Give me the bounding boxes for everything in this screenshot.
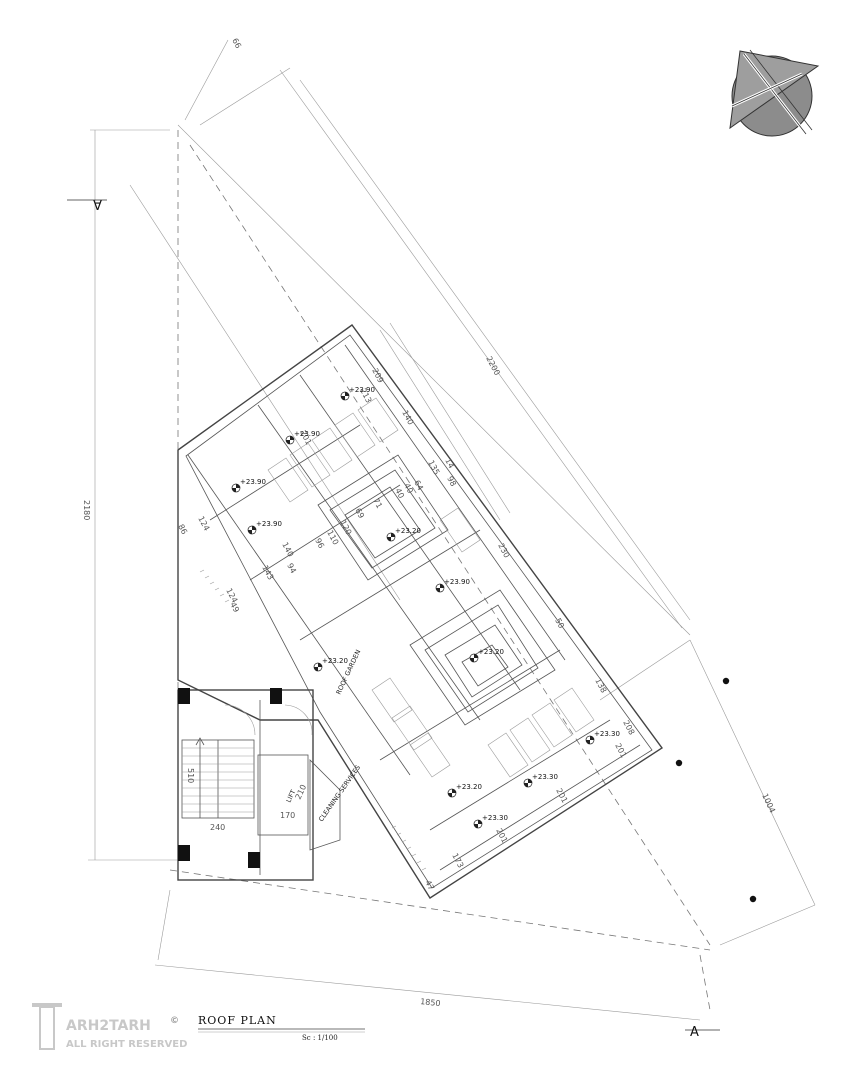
- logo-rights: ALL RIGHT RESERVED: [66, 1039, 187, 1050]
- level-marker-icon: +23.90: [247, 520, 282, 535]
- svg-text:140: 140: [400, 409, 415, 427]
- svg-text:69: 69: [353, 507, 366, 520]
- dim-top-small: 66: [230, 37, 243, 50]
- level-marker-icon: +23.90: [285, 430, 320, 445]
- svg-text:208: 208: [621, 719, 636, 737]
- level-marker-icon: +23.20: [469, 648, 504, 663]
- label-cleaning-services: CLEANING SERVICES: [317, 764, 362, 823]
- svg-text:135: 135: [426, 459, 441, 477]
- site-point: [675, 759, 683, 767]
- svg-text:50: 50: [553, 617, 566, 630]
- svg-text:49: 49: [228, 601, 241, 614]
- level-marker-icon: +23.90: [435, 578, 470, 593]
- svg-text:138: 138: [593, 677, 608, 695]
- svg-text:143: 143: [260, 564, 275, 582]
- level-markers: +23.90 +23.90 +23.90 +23.90 +23.20 +23.9…: [231, 386, 620, 829]
- svg-text:98: 98: [445, 475, 458, 488]
- level-marker-icon: +23.30: [473, 814, 508, 829]
- building-outline: [177, 322, 664, 899]
- dim-site-diag: 2200: [484, 355, 502, 377]
- logo-brand: ARH2TARH: [66, 1018, 151, 1034]
- svg-text:201: 201: [554, 787, 569, 805]
- svg-text:+23.30: +23.30: [532, 773, 558, 781]
- svg-text:+23.30: +23.30: [482, 814, 508, 822]
- svg-text:64: 64: [412, 479, 425, 492]
- svg-text:94: 94: [285, 562, 298, 575]
- title-block: ROOF PLAN Sc : 1/100: [198, 1014, 365, 1042]
- brand-logo: ARH2TARH ALL RIGHT RESERVED ©: [32, 1003, 187, 1050]
- svg-text:+23.90: +23.90: [444, 578, 470, 586]
- interior-dimensions: 209 213 140 135 98 14 230 124 124 64 71 …: [176, 367, 636, 892]
- svg-text:+23.30: +23.30: [594, 730, 620, 738]
- dim-site-right: 1004: [760, 792, 777, 814]
- dim-lift-depth: 210: [294, 783, 309, 801]
- level-marker-icon: +23.20: [386, 527, 421, 542]
- svg-text:86: 86: [176, 523, 189, 536]
- svg-text:96: 96: [313, 537, 326, 550]
- svg-text:140: 140: [280, 541, 295, 559]
- dim-site-left: 2180: [82, 500, 91, 520]
- stair-lift-core: [177, 688, 341, 881]
- svg-text:14: 14: [443, 457, 456, 470]
- dim-lift-width: 170: [280, 811, 295, 820]
- svg-text:47: 47: [423, 879, 436, 892]
- logo-copyright: ©: [170, 1016, 179, 1026]
- dim-stair-length: 510: [186, 768, 195, 783]
- level-marker-icon: +23.30: [523, 773, 558, 788]
- north-arrow-icon: [729, 49, 820, 137]
- svg-text:40: 40: [393, 487, 406, 500]
- svg-text:71: 71: [371, 497, 384, 510]
- site-point: [722, 677, 730, 685]
- svg-text:230: 230: [496, 542, 511, 560]
- drawing-title: ROOF PLAN: [198, 1014, 277, 1027]
- svg-text:209: 209: [370, 367, 385, 385]
- svg-text:120: 120: [338, 519, 353, 537]
- svg-text:+23.90: +23.90: [256, 520, 282, 528]
- section-marker-icon: A: [685, 1025, 720, 1040]
- dim-stair-width: 240: [210, 823, 225, 832]
- level-marker-icon: +23.30: [585, 730, 620, 745]
- svg-text:124: 124: [196, 515, 211, 533]
- svg-text:173: 173: [450, 852, 465, 870]
- site-point: [749, 895, 757, 903]
- level-marker-icon: +23.90: [340, 386, 375, 401]
- site-boundary: [88, 39, 816, 1021]
- svg-text:+23.20: +23.20: [395, 527, 421, 535]
- level-marker-icon: +23.20: [447, 783, 482, 798]
- svg-text:+23.20: +23.20: [478, 648, 504, 656]
- svg-text:+23.90: +23.90: [294, 430, 320, 438]
- svg-text:A: A: [690, 1025, 699, 1040]
- svg-text:+23.90: +23.90: [349, 386, 375, 394]
- level-marker-icon: +23.90: [231, 478, 266, 493]
- level-marker-icon: +23.20: [313, 657, 348, 672]
- svg-text:110: 110: [325, 529, 340, 547]
- svg-text:201: 201: [494, 827, 509, 845]
- dim-site-bottom: 1850: [420, 997, 441, 1008]
- section-marker-icon: A: [67, 196, 107, 211]
- svg-text:+23.20: +23.20: [456, 783, 482, 791]
- svg-text:+23.20: +23.20: [322, 657, 348, 665]
- drawing-scale: Sc : 1/100: [302, 1034, 338, 1042]
- svg-text:40: 40: [402, 482, 415, 495]
- svg-text:+23.90: +23.90: [240, 478, 266, 486]
- svg-text:A: A: [93, 196, 102, 211]
- svg-text:201: 201: [613, 742, 628, 760]
